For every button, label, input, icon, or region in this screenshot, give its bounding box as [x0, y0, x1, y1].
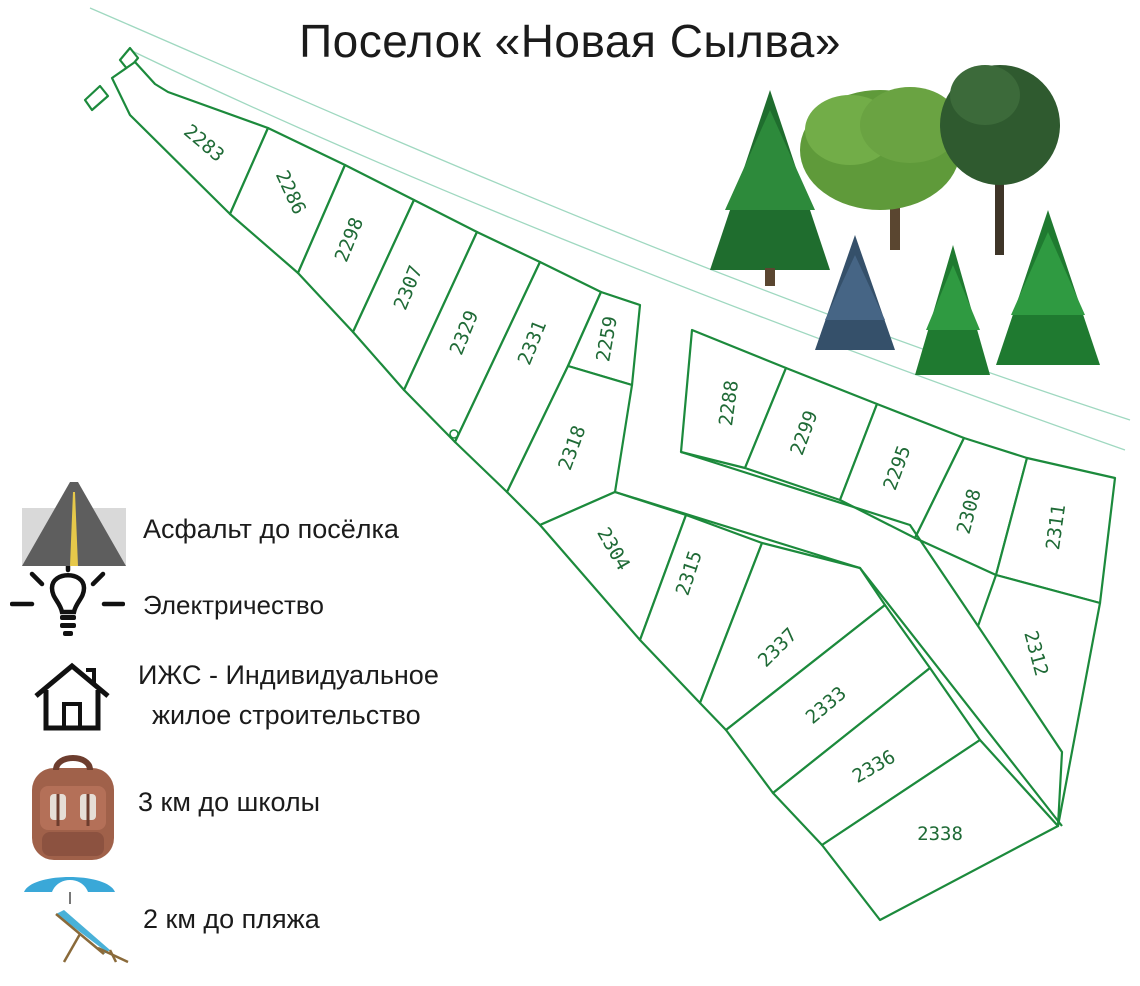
blue-spruce-icon	[815, 235, 895, 350]
page-title: Поселок «Новая Сылва»	[299, 15, 841, 67]
plot-entrance-marker	[83, 84, 110, 112]
plot-outline	[614, 490, 1063, 827]
plot-2288[interactable]: 2288	[679, 328, 788, 470]
plot-entrance-marker	[118, 46, 140, 72]
plot-outline	[680, 450, 979, 627]
plot-2333[interactable]: 2333	[724, 603, 932, 795]
trees-decoration	[710, 65, 1100, 375]
beach-umbrella-icon	[22, 870, 117, 904]
plot-label: 2338	[917, 823, 963, 845]
plot-2337[interactable]: 2337	[698, 541, 887, 732]
plot-2298[interactable]: 2298	[296, 163, 416, 334]
fir-tree-icon	[710, 90, 830, 286]
legend-school-text: 3 км до школы	[138, 787, 321, 817]
plot-2312[interactable]: 2312	[976, 573, 1102, 828]
legend-izhs-text-line1: ИЖС - Индивидуальное	[138, 660, 439, 690]
road-icon	[22, 482, 126, 566]
road-edge-line	[129, 49, 1126, 451]
beach-chair-icon	[50, 908, 132, 966]
tree-icon	[800, 87, 960, 250]
legend-beach-text: 2 км до пляжа	[143, 904, 320, 934]
plot-2315[interactable]: 2315	[638, 513, 764, 705]
house-icon	[32, 660, 112, 732]
legend-izhs-text-line2: жилое строительство	[152, 700, 421, 730]
plot-2283[interactable]: 2283	[110, 60, 270, 216]
legend-asphalt-text: Асфальт до посёлка	[143, 514, 399, 544]
plot-2329[interactable]: 2329	[402, 230, 542, 444]
backpack-icon	[22, 752, 124, 864]
tree-icon	[940, 65, 1060, 255]
fir-tree-icon	[915, 245, 990, 375]
light-bulb-icon	[9, 563, 126, 642]
plot-2338[interactable]: 2338	[820, 738, 1060, 922]
plot-2299[interactable]: 2299	[743, 366, 879, 502]
plot-2307[interactable]: 2307	[351, 198, 479, 392]
legend-electricity-text: Электричество	[143, 590, 324, 620]
survey-marker	[449, 429, 459, 439]
fir-tree-icon	[996, 210, 1100, 365]
